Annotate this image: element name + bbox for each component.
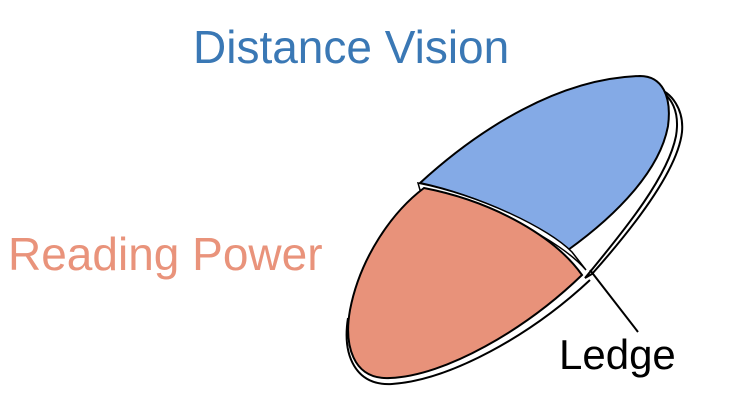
ledge-pointer-line <box>589 269 639 333</box>
lens-edge-thickness <box>584 87 684 279</box>
lens-bottom-rim <box>345 279 591 386</box>
reading-power-label: Reading Power <box>8 228 323 280</box>
distance-vision-label: Distance Vision <box>193 21 510 73</box>
reading-power-zone <box>347 186 584 380</box>
ledge-label: Ledge <box>559 331 676 378</box>
